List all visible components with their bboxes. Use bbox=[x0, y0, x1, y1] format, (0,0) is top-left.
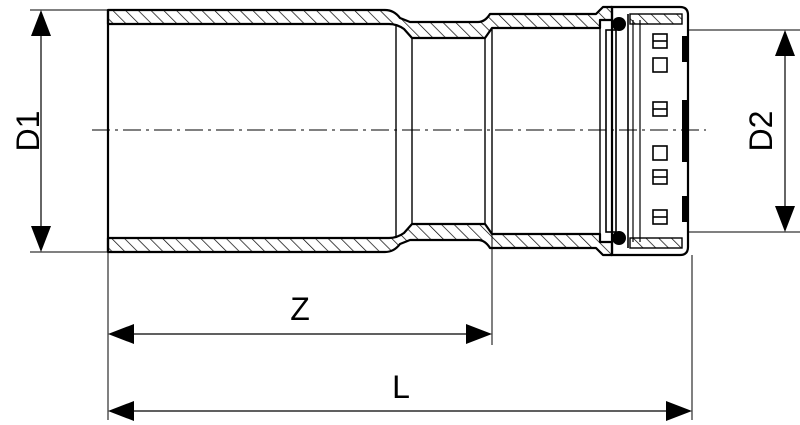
z-label: Z bbox=[290, 291, 310, 327]
o-ring-top bbox=[612, 17, 626, 31]
grip-teeth bbox=[652, 33, 668, 225]
l-arrow-left bbox=[108, 401, 134, 421]
z-arrow-left bbox=[108, 324, 134, 344]
fitting-wall-top bbox=[106, 5, 614, 40]
d1-label: D1 bbox=[10, 111, 46, 152]
z-arrow-right bbox=[466, 324, 492, 344]
d1-arrow-top bbox=[31, 10, 51, 36]
d2-label: D2 bbox=[743, 111, 779, 152]
dimension-d1: D1 bbox=[10, 10, 51, 252]
grip-ring-housing bbox=[605, 5, 690, 257]
grip-teeth-outer bbox=[682, 36, 688, 222]
dimension-z: Z bbox=[108, 291, 492, 344]
dimension-d2: D2 bbox=[743, 30, 795, 232]
l-arrow-right bbox=[666, 401, 692, 421]
fitting-wall-bottom bbox=[106, 222, 614, 257]
dimension-l: L bbox=[108, 369, 692, 421]
l-label: L bbox=[392, 369, 410, 405]
d1-arrow-bottom bbox=[31, 226, 51, 252]
inner-bore-lines bbox=[395, 24, 601, 238]
extension-lines bbox=[30, 9, 800, 420]
o-ring-bottom bbox=[612, 231, 626, 245]
d2-arrow-top bbox=[775, 30, 795, 56]
d2-arrow-bottom bbox=[775, 206, 795, 232]
